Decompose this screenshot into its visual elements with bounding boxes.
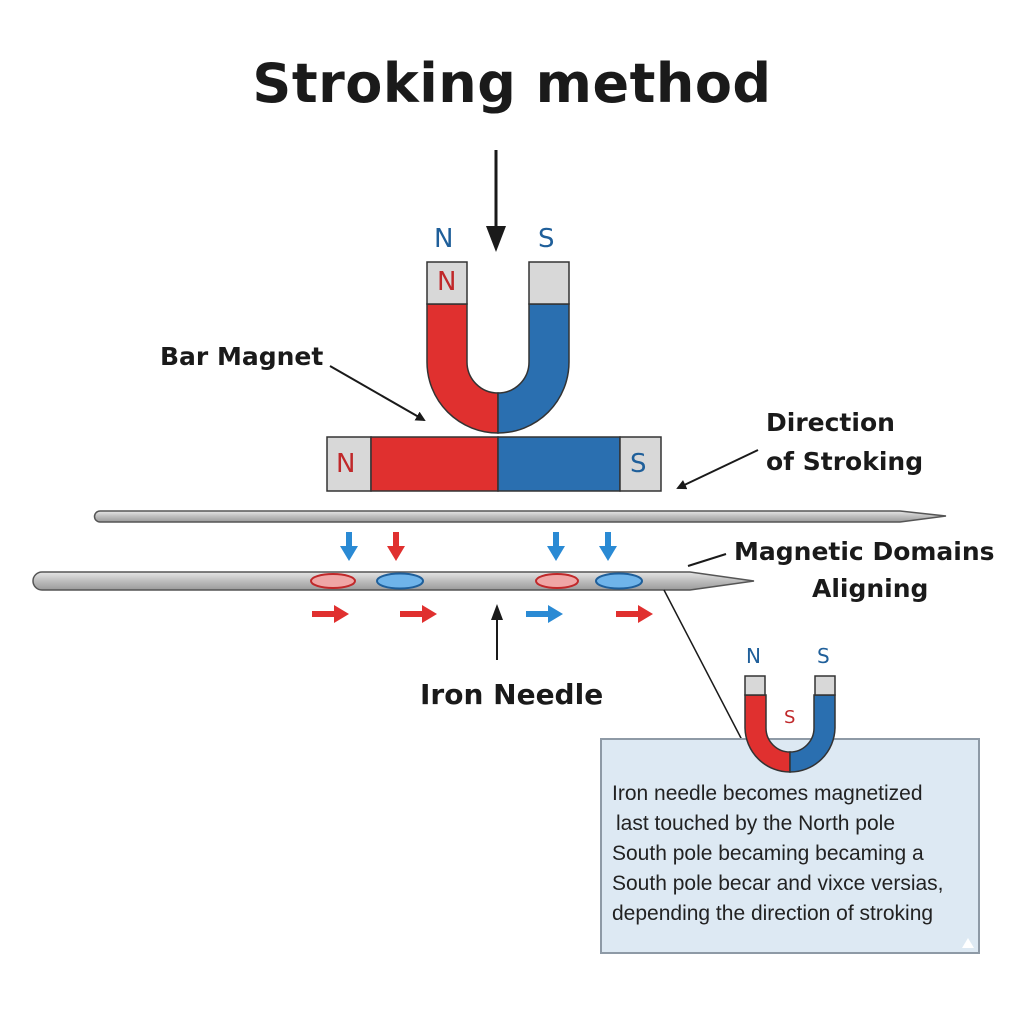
domains-label-line2: Aligning — [812, 574, 929, 603]
down-arrow-blue-2 — [547, 532, 565, 561]
right-arrow-red-1 — [312, 605, 349, 623]
horseshoe-south-label: S — [538, 224, 555, 254]
small-magnet-north-label: N — [746, 644, 761, 668]
horseshoe-north-cap-label: N — [437, 267, 457, 297]
horseshoe-north-cap — [426, 261, 468, 305]
domains-label-line1: Magnetic Domains — [734, 537, 995, 566]
note-line-5: depending the direction of stroking — [612, 902, 934, 925]
stroke-down-arrow — [486, 150, 506, 252]
note-line-3: South pole becaming becaming a — [612, 842, 924, 865]
domain-south-1 — [376, 572, 424, 590]
horseshoe-south-cap — [528, 261, 570, 305]
domains-pointer — [687, 553, 727, 567]
down-arrow-blue-3 — [599, 532, 617, 561]
note-line-2: last touched by the North pole — [616, 812, 896, 835]
iron-needle — [32, 571, 755, 591]
domain-right-arrows — [312, 605, 653, 623]
bar-magnet-north-label: N — [336, 449, 356, 479]
diagram-title: Stroking method — [252, 52, 772, 115]
domain-south-2 — [595, 572, 643, 590]
direction-label-line1: Direction — [766, 408, 895, 437]
domain-north-2 — [535, 573, 579, 589]
down-arrow-red-1 — [387, 532, 405, 561]
horseshoe-magnet — [426, 261, 570, 434]
note-line-4: South pole becar and vixce versias, — [612, 872, 944, 895]
note-line-1: Iron needle becomes magnetized — [612, 782, 923, 805]
bar-magnet-label: Bar Magnet — [160, 342, 324, 371]
upper-needle — [93, 510, 947, 523]
direction-label-line2: of Stroking — [766, 447, 924, 476]
note-leader-line — [663, 589, 743, 741]
direction-pointer — [676, 449, 759, 490]
horseshoe-north-label: N — [434, 224, 454, 254]
domain-north-1 — [310, 573, 356, 589]
small-magnet-inner-label: S — [784, 707, 796, 728]
right-arrow-blue-1 — [526, 605, 563, 623]
explanation-note-box: Iron needle becomes magnetized last touc… — [600, 738, 980, 954]
small-magnet-south-label: S — [817, 644, 830, 668]
bar-magnet — [326, 436, 662, 492]
bar-magnet-pointer — [329, 365, 426, 421]
down-arrow-blue-1 — [340, 532, 358, 561]
note-corner-marker — [962, 938, 974, 948]
domain-down-arrows — [340, 532, 617, 561]
right-arrow-red-3 — [616, 605, 653, 623]
iron-needle-label: Iron Needle — [420, 678, 604, 711]
bar-magnet-south-label: S — [630, 449, 647, 479]
right-arrow-red-2 — [400, 605, 437, 623]
iron-needle-pointer — [491, 604, 503, 660]
